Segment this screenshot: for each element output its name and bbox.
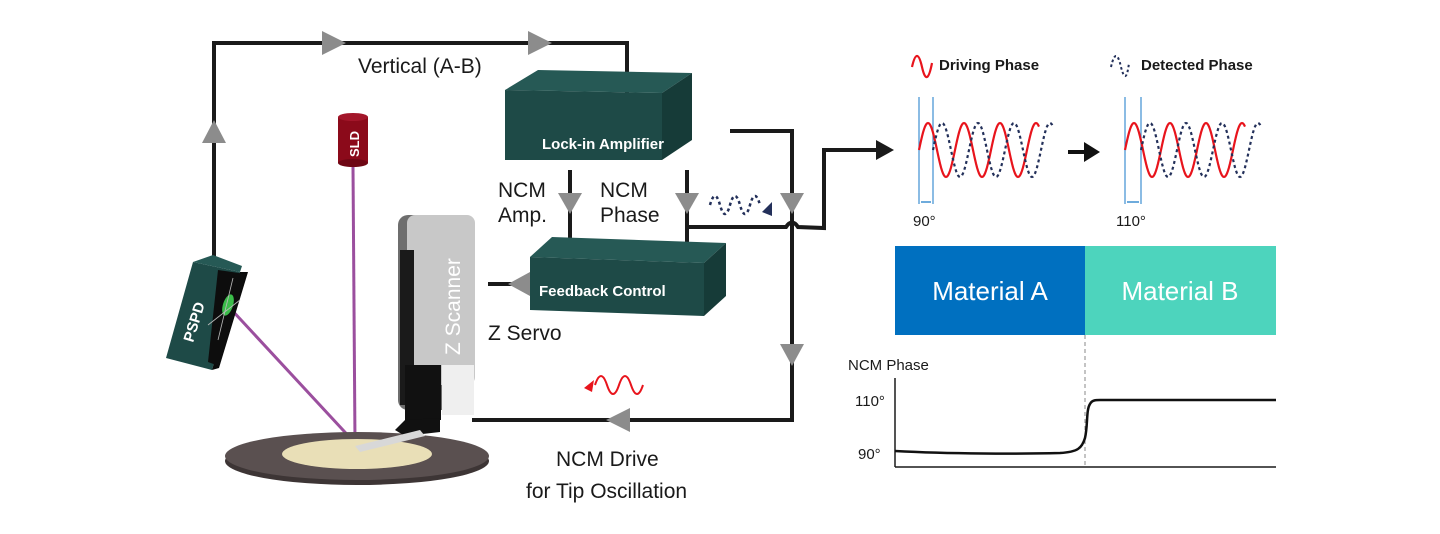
driving-wave-arrowhead (584, 380, 594, 392)
lock-in-output-line (472, 129, 794, 422)
feedback-control-label: Feedback Control (539, 283, 666, 300)
vertical-label: Vertical (A-B) (358, 55, 482, 78)
phase-output-line (687, 148, 880, 231)
driving-phase-legend-label: Driving Phase (939, 57, 1039, 74)
phase-signal-curve (894, 398, 1276, 455)
ncm-phase-label-line2: Phase (600, 204, 660, 227)
arrow-down-icon (558, 193, 582, 214)
driving-phase-wave (1123, 121, 1246, 179)
arrow-right-icon (528, 31, 552, 55)
sld-label: SLD (347, 131, 362, 157)
flow-arrows (202, 31, 804, 432)
arrow-up-icon (202, 120, 226, 143)
sld-laser (338, 113, 368, 167)
detected-phase-wave (1139, 121, 1262, 179)
detected-phase-legend-label: Detected Phase (1141, 57, 1253, 74)
transition-arrow-icon (1068, 142, 1100, 162)
output-arrowhead (876, 140, 894, 160)
phase-plot-ylabel: NCM Phase (848, 357, 929, 374)
arrow-down-icon (675, 193, 699, 214)
ncm-phase-label-line1: NCM (600, 179, 648, 202)
driving-phase-legend-icon (910, 54, 934, 79)
reflected-laser-beam (227, 305, 357, 445)
ncm-drive-label-line1: NCM Drive (556, 448, 659, 471)
arrow-right-icon (322, 31, 346, 55)
incident-laser-beam (351, 166, 357, 444)
phase-panels (917, 97, 1262, 204)
arrow-left-icon (606, 408, 630, 432)
sample-stage (225, 432, 489, 485)
material-a-label: Material A (932, 276, 1048, 306)
detected-phase-wave (931, 121, 1054, 179)
ncm-amp-label-line2: Amp. (498, 204, 547, 227)
z-scanner (355, 215, 475, 452)
z-servo-label: Z Servo (488, 322, 562, 345)
lock-in-amplifier-label: Lock-in Amplifier (542, 136, 664, 153)
driving-wave-icon (594, 375, 644, 395)
z-scanner-label: Z Scanner (442, 258, 465, 355)
arrow-down-icon (780, 193, 804, 214)
material-a-block (895, 246, 1085, 335)
tick-label-110: 110° (855, 393, 885, 410)
material-b-label: Material B (1121, 276, 1238, 306)
arrow-left-icon (508, 272, 530, 296)
material-b-block (1085, 246, 1276, 335)
ncm-amp-label-line1: NCM (498, 179, 546, 202)
phase-shift-label-1: 90° (913, 213, 936, 230)
tick-label-90: 90° (858, 446, 881, 463)
detected-phase-legend-icon (1110, 55, 1130, 77)
detected-wave-arrowhead (762, 202, 772, 216)
arrow-down-icon (780, 344, 804, 366)
detected-wave-icon (708, 194, 762, 216)
pspd-detector (166, 255, 248, 370)
lock-in-amplifier-box (505, 70, 692, 160)
feedback-control-box (530, 237, 726, 316)
ncm-drive-label-line2: for Tip Oscillation (526, 480, 687, 503)
phase-shift-label-2: 110° (1116, 213, 1146, 230)
driving-phase-wave (917, 121, 1040, 179)
